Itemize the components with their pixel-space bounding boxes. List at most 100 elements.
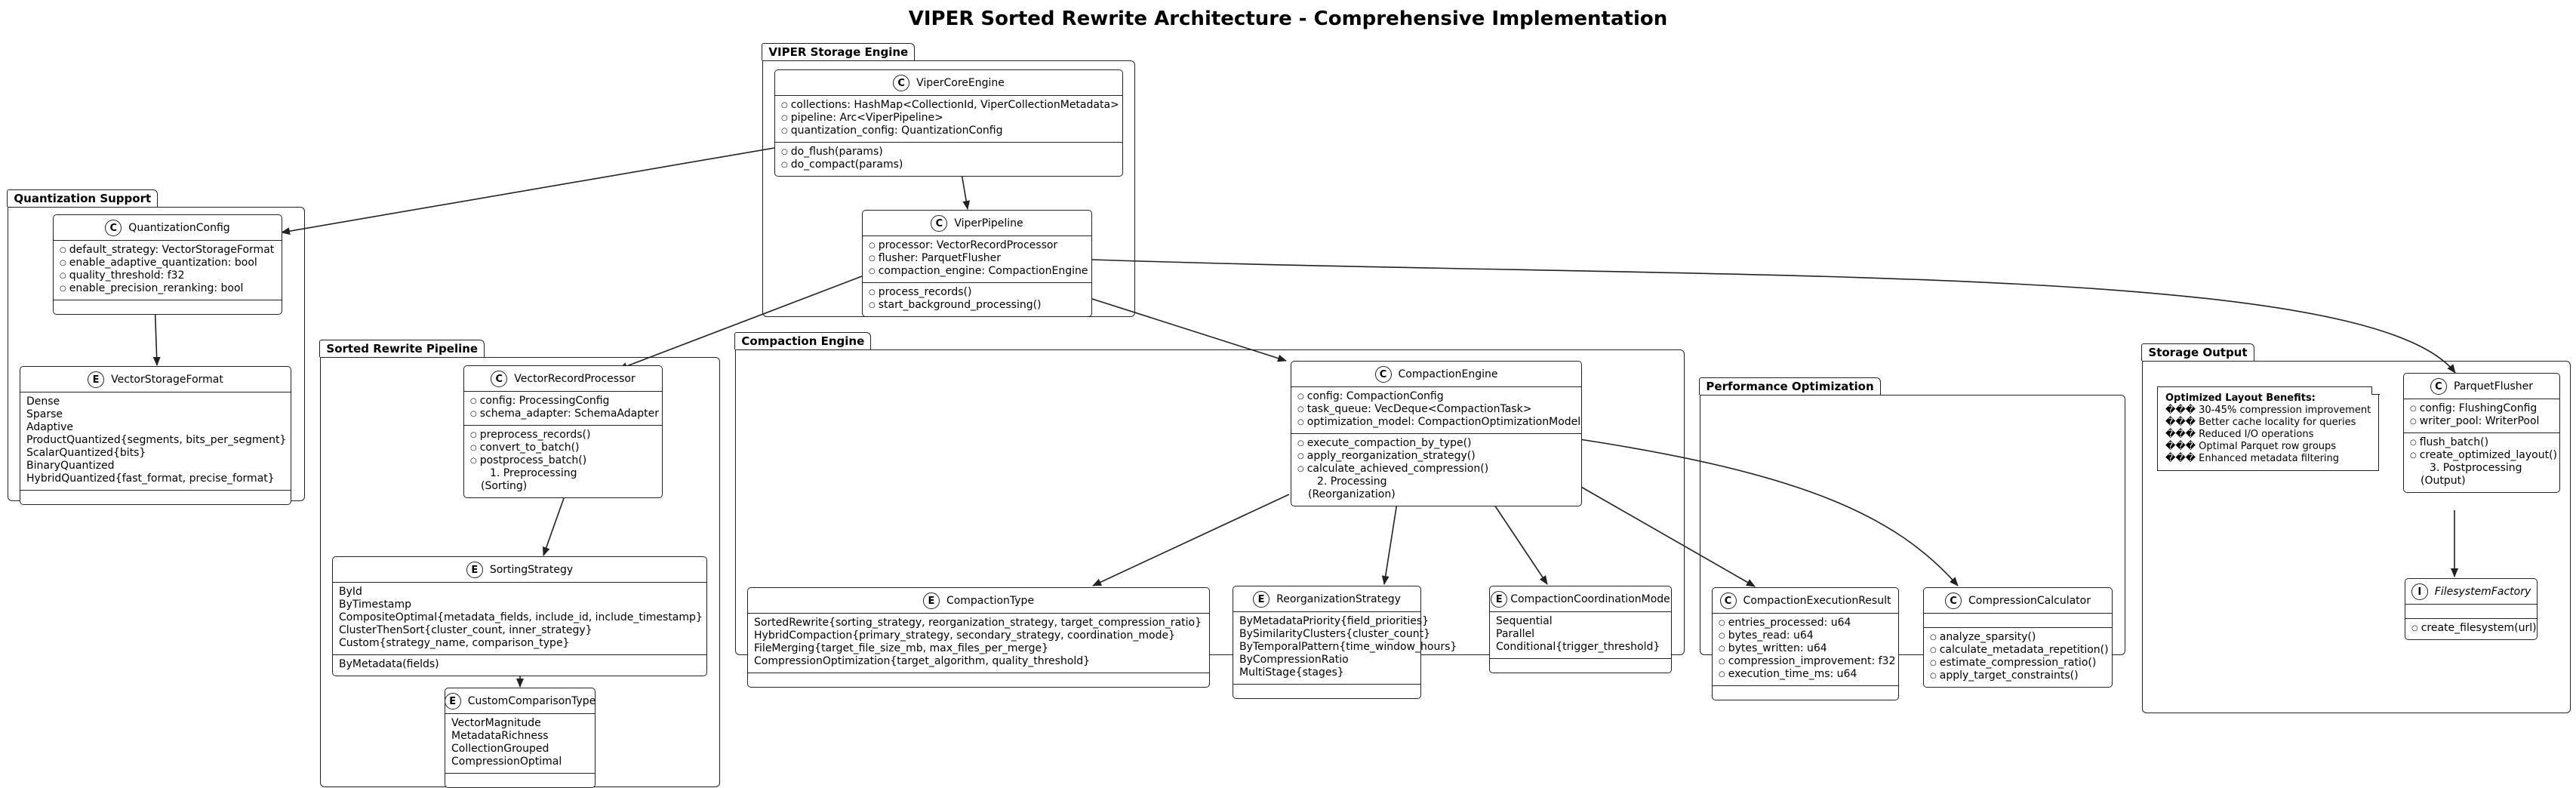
enum-value: BinaryQuantized — [26, 460, 115, 472]
field: default_strategy: VectorStorageFormat — [60, 244, 275, 257]
edge-pipeline-to-parquet-flusher — [1091, 259, 2456, 374]
enum-icon: E — [1253, 591, 1270, 608]
enum-value: ByMetadata(fields) — [339, 658, 439, 670]
package-label: Sorted Rewrite Pipeline — [319, 340, 485, 357]
note-fold-icon — [2371, 386, 2380, 395]
methods-section — [1713, 685, 1898, 700]
field: writer_pool: WriterPool — [2410, 415, 2553, 428]
field: compression_improvement: f32 — [1719, 655, 1896, 668]
field: bytes_written: u64 — [1719, 642, 1892, 655]
method: do_flush(params) — [781, 146, 1116, 159]
enum-value: SortedRewrite{sorting_strategy, reorgani… — [754, 617, 1202, 629]
enum-value: FileMerging{target_file_size_mb, max_fil… — [754, 642, 1049, 654]
values-section: ById ByTimestamp CompositeOptimal{metada… — [333, 582, 706, 654]
note-line: ��� Better cache locality for queries — [2165, 417, 2356, 428]
field: task_queue: VecDeque<CompactionTask> — [1297, 403, 1575, 416]
class-icon: C — [931, 215, 948, 232]
package-label: Storage Output — [2141, 343, 2254, 361]
field: compaction_engine: CompactionEngine — [869, 265, 1088, 278]
field: pipeline: Arc<ViperPipeline> — [781, 112, 1116, 125]
field: config: CompactionConfig — [1297, 390, 1575, 403]
edge-compaction-to-type — [1092, 494, 1290, 586]
class-name: FilesystemFactory — [2434, 586, 2531, 598]
enum-value: Parallel — [1496, 628, 1535, 640]
methods-section: execute_compaction_by_type() apply_reorg… — [1291, 433, 1581, 506]
class-icon: C — [2430, 378, 2447, 395]
class-name: CompactionEngine — [1398, 368, 1498, 380]
fields-section: config: ProcessingConfig schema_adapter:… — [464, 391, 662, 425]
method: apply_target_constraints() — [1930, 669, 2106, 682]
enum-value: Adaptive — [26, 421, 73, 433]
edge-compaction-to-coord-mode — [1492, 502, 1548, 585]
edge-pipeline-to-compaction-engine — [1091, 298, 1287, 362]
method: start_background_processing() — [869, 299, 1085, 312]
fields-section: entries_processed: u64 bytes_read: u64 b… — [1713, 613, 1898, 685]
stage-note: (Output) — [2421, 475, 2466, 487]
method: estimate_compression_ratio() — [1930, 657, 2106, 669]
values-section: Sequential Parallel Conditional{trigger_… — [1490, 611, 1671, 658]
field: quantization_config: QuantizationConfig — [781, 125, 1116, 137]
enum-value: ByTimestamp — [339, 599, 412, 611]
enum-value: ById — [339, 586, 362, 598]
edge-pipeline-to-record-processor — [618, 275, 863, 370]
methods-section: process_records() start_background_proce… — [863, 282, 1091, 316]
method: apply_reorganization_strategy() — [1297, 450, 1575, 463]
enum-icon: E — [88, 371, 105, 388]
enum-value: Custom{strategy_name, comparison_type} — [339, 637, 570, 649]
enum-value: ProductQuantized{segments, bits_per_segm… — [26, 434, 287, 446]
class-name: SortingStrategy — [489, 564, 574, 576]
field: schema_adapter: SchemaAdapter — [470, 408, 659, 420]
method: convert_to_batch() — [470, 442, 656, 454]
methods-section: create_filesystem(url) — [2405, 618, 2537, 639]
extra-section: ByMetadata(fields) — [333, 654, 706, 676]
class-compactionengine[interactable]: C CompactionEngine config: CompactionConf… — [1291, 361, 1582, 506]
edge-compaction-to-exec-result — [1579, 485, 1756, 587]
class-name: QuantizationConfig — [128, 222, 230, 234]
methods-section: flush_batch() create_optimized_layout() … — [2404, 432, 2559, 492]
class-name: CustomComparisonType — [467, 695, 596, 707]
enum-value: Sparse — [26, 408, 63, 420]
enum-icon: E — [466, 562, 483, 578]
class-icon: C — [491, 371, 508, 387]
fields-section: config: CompactionConfig task_queue: Vec… — [1291, 386, 1581, 433]
fields-section: config: FlushingConfig writer_pool: Writ… — [2404, 399, 2559, 432]
enum-sortingstrategy[interactable]: E SortingStrategy ById ByTimestamp Compos… — [332, 556, 707, 676]
class-icon: C — [1719, 593, 1737, 609]
package-label: Performance Optimization — [1699, 377, 1881, 395]
class-icon: C — [1374, 366, 1392, 383]
field: config: FlushingConfig — [2410, 402, 2553, 415]
enum-value: HybridCompaction{primary_strategy, secon… — [754, 629, 1176, 642]
methods-section — [20, 490, 291, 504]
method: create_filesystem(url) — [2411, 622, 2537, 635]
stage-note: 2. Processing — [1317, 476, 1387, 488]
note-line: ��� Optimal Parquet row groups — [2165, 441, 2337, 452]
enum-value: Sequential — [1496, 615, 1553, 627]
note-title: Optimized Layout Benefits: — [2165, 392, 2316, 404]
class-name: ParquetFlusher — [2453, 380, 2534, 392]
class-parquetflusher[interactable]: C ParquetFlusher config: FlushingConfig w… — [2403, 373, 2560, 493]
enum-value: CollectionGrouped — [451, 743, 549, 755]
values-section: SortedRewrite{sorting_strategy, reorgani… — [748, 613, 1209, 673]
fields-section — [2405, 604, 2537, 618]
fields-section — [1924, 613, 2112, 627]
field: flusher: ParquetFlusher — [869, 252, 1085, 265]
class-name: CompactionCoordinationMode — [1510, 593, 1670, 605]
enum-icon: E — [1491, 591, 1508, 608]
class-name: ReorganizationStrategy — [1276, 593, 1401, 605]
enum-value: VectorMagnitude — [451, 717, 541, 729]
fields-section: collections: HashMap<CollectionId, Viper… — [775, 95, 1122, 142]
note-line: ��� 30-45% compression improvement — [2165, 405, 2371, 416]
